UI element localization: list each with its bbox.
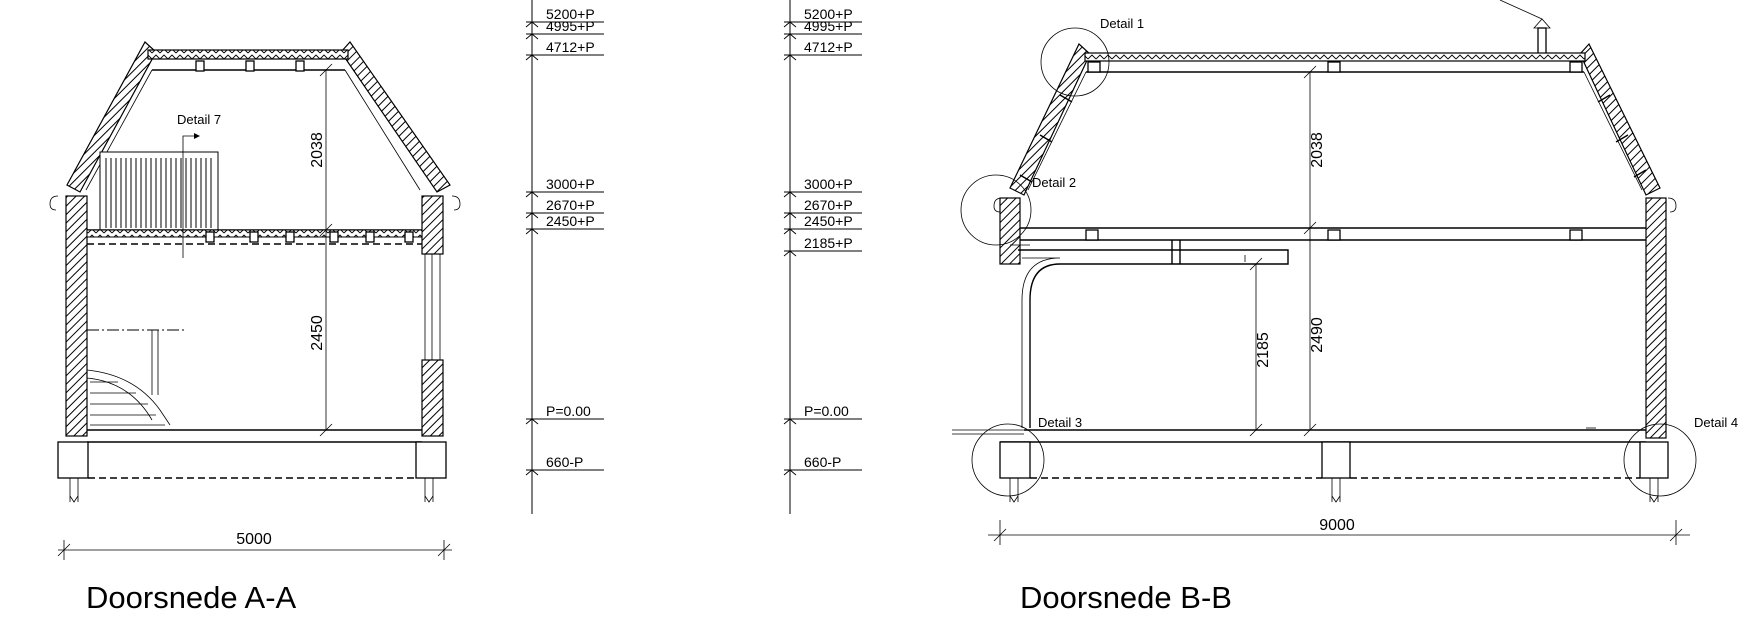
dim-9000: 9000 xyxy=(1319,517,1355,534)
detail-3-label: Detail 3 xyxy=(1038,415,1082,430)
section-a-a: Detail 7 xyxy=(49,41,461,615)
level-label: 5200+P xyxy=(804,6,853,22)
level-label: 660-P xyxy=(546,454,583,470)
detail-4-label: Detail 4 xyxy=(1694,415,1738,430)
roof-flat-a xyxy=(147,49,349,60)
level-label: 4995+P xyxy=(804,18,853,34)
window-a xyxy=(424,254,441,360)
dim-5000: 5000 xyxy=(236,531,272,548)
level-label: 2185+P xyxy=(804,235,853,251)
ground-floor-a xyxy=(57,429,447,503)
wall-right-lower-a xyxy=(421,359,444,437)
level-tick xyxy=(525,191,539,198)
detail-markers-b: Detail 1 Detail 2 Detail 3 Detail 4 xyxy=(960,16,1738,497)
wall-right-b xyxy=(1645,197,1667,439)
level-label: 4995+P xyxy=(546,18,595,34)
section-b-b: Detail 1 Detail 2 Detail 3 Detail 4 xyxy=(952,0,1738,615)
level-label: 2450+P xyxy=(804,213,853,229)
level-tick xyxy=(783,212,797,219)
detail-3-circle xyxy=(971,423,1045,497)
level-tick xyxy=(525,212,539,219)
detail-7-marker: Detail 7 xyxy=(177,112,221,258)
level-label: 4712+P xyxy=(546,39,595,55)
detail-1-label: Detail 1 xyxy=(1100,16,1144,31)
stair-a xyxy=(86,329,185,426)
level-label: P=0.00 xyxy=(546,403,591,419)
level-tick xyxy=(525,418,539,425)
level-label: 2670+P xyxy=(804,197,853,213)
level-tick xyxy=(783,418,797,425)
wall-right-upper-a xyxy=(421,195,444,255)
level-label: 660-P xyxy=(804,454,841,470)
level-tick xyxy=(525,228,539,235)
level-tick xyxy=(525,54,539,61)
level-tick xyxy=(783,191,797,198)
roof-left-b xyxy=(1009,43,1091,196)
detail-4-circle xyxy=(1623,423,1697,497)
level-tick xyxy=(783,469,797,476)
roof-vent-b xyxy=(1499,0,1551,55)
wall-left-a xyxy=(65,195,88,437)
title-section-b: Doorsnede B-B xyxy=(1020,580,1232,615)
level-tick xyxy=(783,228,797,235)
dim-2490-b: 2490 xyxy=(1309,317,1326,353)
detail-2-label: Detail 2 xyxy=(1032,175,1076,190)
level-label: 5200+P xyxy=(546,6,595,22)
dim-2038-a: 2038 xyxy=(309,132,326,168)
roof-right-b xyxy=(1579,42,1661,196)
level-label: 2450+P xyxy=(546,213,595,229)
dim-2450-a: 2450 xyxy=(309,315,326,351)
height-dimensions-a: 2038 2450 xyxy=(309,63,333,437)
level-tick xyxy=(783,33,797,40)
title-section-a: Doorsnede A-A xyxy=(86,580,297,615)
detail-7-label: Detail 7 xyxy=(177,112,221,127)
attic-railing-a xyxy=(99,151,219,231)
level-label: 2670+P xyxy=(546,197,595,213)
level-tick xyxy=(783,250,797,257)
detail-1-circle xyxy=(1040,27,1110,97)
ground-floor-b xyxy=(952,427,1669,503)
level-tick xyxy=(525,469,539,476)
level-label: 4712+P xyxy=(804,39,853,55)
first-floor-b xyxy=(1020,227,1646,241)
garage-door-track-b xyxy=(1010,240,1289,428)
level-tick xyxy=(525,21,539,28)
level-tick xyxy=(783,21,797,28)
level-tick xyxy=(525,33,539,40)
height-dimensions-b: 2038 2490 2185 xyxy=(1249,65,1326,437)
level-label: P=0.00 xyxy=(804,403,849,419)
dim-2185-b: 2185 xyxy=(1255,332,1272,368)
roof-right-a xyxy=(340,41,451,193)
roof-beams-a xyxy=(195,60,305,72)
roof-battens-b xyxy=(1019,94,1647,183)
roof-beams-b xyxy=(1087,61,1583,73)
detail-2-circle xyxy=(960,174,1032,246)
roof-flat-b xyxy=(1084,52,1586,62)
dim-2038-b: 2038 xyxy=(1309,132,1326,168)
level-tick xyxy=(783,54,797,61)
level-label: 3000+P xyxy=(546,176,595,192)
width-dimension-b: 9000 xyxy=(988,517,1690,545)
wall-left-b xyxy=(999,197,1021,265)
first-floor-a xyxy=(86,229,423,245)
level-label: 3000+P xyxy=(804,176,853,192)
width-dimension-a: 5000 xyxy=(57,531,452,560)
